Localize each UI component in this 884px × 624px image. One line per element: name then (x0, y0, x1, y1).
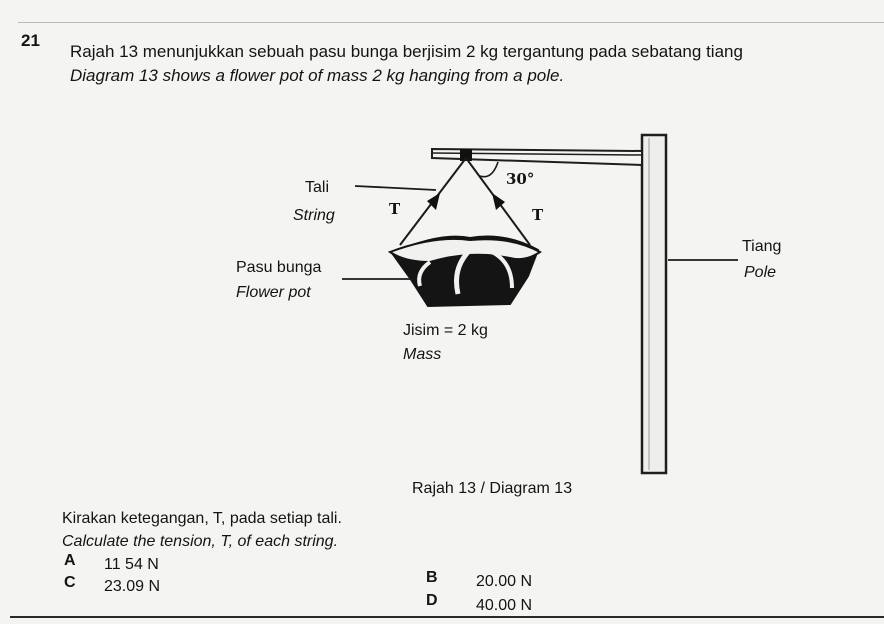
pole (640, 133, 668, 475)
option-d-value[interactable]: 40.00 N (476, 597, 533, 614)
option-c-letter[interactable]: C (64, 574, 76, 591)
arrow-left-icon (427, 193, 440, 210)
pole-label-english: Pole (744, 264, 777, 281)
option-d-letter[interactable]: D (426, 592, 438, 609)
string-label-english: String (293, 207, 335, 224)
pot-label-english: Flower pot (236, 284, 311, 301)
question-stem-malay: Rajah 13 menunjukkan sebuah pasu bunga b… (70, 42, 743, 61)
angle-label: 30° (506, 170, 535, 188)
top-rule (18, 22, 884, 23)
arrow-right-icon (492, 193, 505, 210)
pot-label-malay: Pasu bunga (236, 259, 322, 276)
flower-pot-icon (387, 235, 542, 308)
task-malay: Kirakan ketegangan, T, pada setiap tali. (62, 510, 342, 527)
hook (460, 149, 472, 161)
diagram-caption: Rajah 13 / Diagram 13 (412, 480, 573, 497)
tension-left-label: T (389, 200, 401, 218)
mass-label-malay: Jisim = 2 kg (403, 322, 488, 339)
tension-right-label: T (532, 206, 544, 224)
option-a-letter[interactable]: A (64, 552, 76, 569)
option-b-value[interactable]: 20.00 N (476, 573, 533, 590)
option-c-value[interactable]: 23.09 N (104, 578, 161, 595)
bottom-rule (10, 616, 884, 618)
pole-label-malay: Tiang (742, 238, 782, 255)
string-label-malay: Tali (305, 179, 330, 196)
angle-arc (479, 161, 499, 178)
string-leader-line (354, 185, 437, 191)
mass-label-english: Mass (403, 346, 442, 363)
option-b-letter[interactable]: B (426, 569, 438, 586)
question-number: 21 (21, 31, 40, 50)
task-english: Calculate the tension, T, of each string… (62, 533, 339, 550)
question-stem-english: Diagram 13 shows a flower pot of mass 2 … (70, 66, 565, 85)
option-a-value[interactable]: 11 54 N (104, 556, 159, 573)
